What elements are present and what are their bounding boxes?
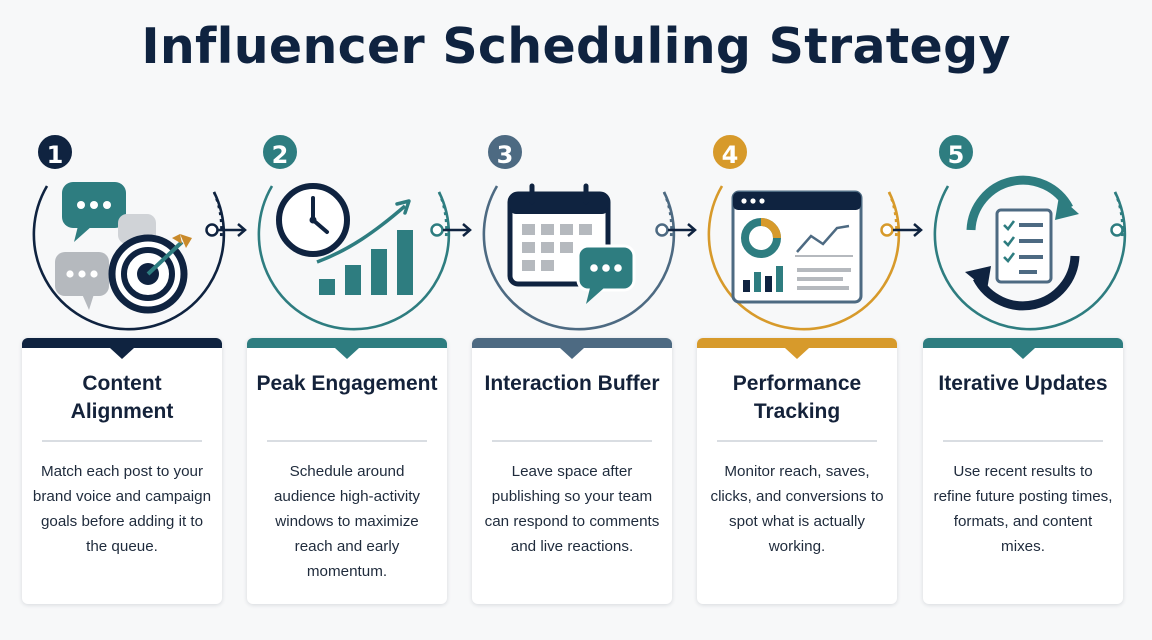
card-pointer bbox=[110, 348, 134, 359]
divider bbox=[717, 440, 877, 442]
step-title: Interaction Buffer bbox=[484, 372, 660, 395]
step-card: Interaction Buffer Leave space after pub… bbox=[472, 338, 672, 604]
step-card: Content Alignment Match each post to you… bbox=[22, 338, 222, 604]
step-2: 2 Peak Engagement Schedule around audien… bbox=[247, 126, 472, 606]
card-pointer bbox=[335, 348, 359, 359]
card-accent-bar bbox=[923, 338, 1123, 348]
divider bbox=[267, 440, 427, 442]
step-description: Schedule around audience high-activity w… bbox=[273, 463, 421, 580]
step-number-badge: 2 bbox=[260, 132, 300, 172]
step-title: Content Alignment bbox=[70, 372, 174, 423]
card-accent-bar bbox=[697, 338, 897, 348]
step-card: Iterative Updates Use recent results to … bbox=[923, 338, 1123, 604]
step-card: Performance Tracking Monitor reach, save… bbox=[697, 338, 897, 604]
card-pointer bbox=[785, 348, 809, 359]
step-title: Peak Engagement bbox=[256, 372, 438, 395]
divider bbox=[492, 440, 652, 442]
step-description: Match each post to your brand voice and … bbox=[32, 463, 212, 555]
divider bbox=[42, 440, 202, 442]
card-accent-bar bbox=[22, 338, 222, 348]
refresh-cycle-icon bbox=[965, 175, 1080, 311]
step-number-badge: 3 bbox=[485, 132, 525, 172]
card-pointer bbox=[560, 348, 584, 359]
checklist-icon bbox=[995, 208, 1053, 284]
step-ring-3 bbox=[482, 183, 676, 331]
step-description: Monitor reach, saves, clicks, and conver… bbox=[710, 463, 884, 555]
step-ring-2 bbox=[257, 183, 451, 331]
step-number-badge: 5 bbox=[936, 132, 976, 172]
step-card: Peak Engagement Schedule around audience… bbox=[247, 338, 447, 604]
step-description: Use recent results to refine future post… bbox=[933, 463, 1113, 555]
divider bbox=[943, 440, 1103, 442]
step-4: 4 Performance Tracking Monitor reach, sa… bbox=[697, 126, 922, 606]
step-number-badge: 1 bbox=[35, 132, 75, 172]
bar-chart-icon bbox=[316, 199, 413, 295]
chat-bubble-icon bbox=[576, 244, 636, 304]
clock-icon bbox=[276, 183, 350, 257]
step-ring-1 bbox=[32, 182, 226, 331]
analytics-dashboard-icon bbox=[731, 190, 863, 304]
card-accent-bar bbox=[472, 338, 672, 348]
step-5: 5 Iterative Updates Use recent results t… bbox=[923, 126, 1148, 606]
step-description: Leave space after publishing so your tea… bbox=[484, 463, 660, 555]
step-number-badge: 4 bbox=[710, 132, 750, 172]
step-1: 1 Content Alignment Match each post to y… bbox=[22, 126, 247, 606]
chat-bubble-icon bbox=[55, 182, 156, 310]
step-ring-4 bbox=[707, 185, 901, 331]
target-icon bbox=[108, 234, 192, 314]
card-accent-bar bbox=[247, 338, 447, 348]
step-title: Performance Tracking bbox=[732, 372, 862, 423]
step-title: Iterative Updates bbox=[938, 372, 1108, 395]
step-ring-5 bbox=[933, 175, 1127, 331]
card-pointer bbox=[1011, 348, 1035, 359]
step-3: 3 Interaction Buffer Leave space after p… bbox=[472, 126, 697, 606]
page-title: Influencer Scheduling Strategy bbox=[141, 18, 1011, 75]
